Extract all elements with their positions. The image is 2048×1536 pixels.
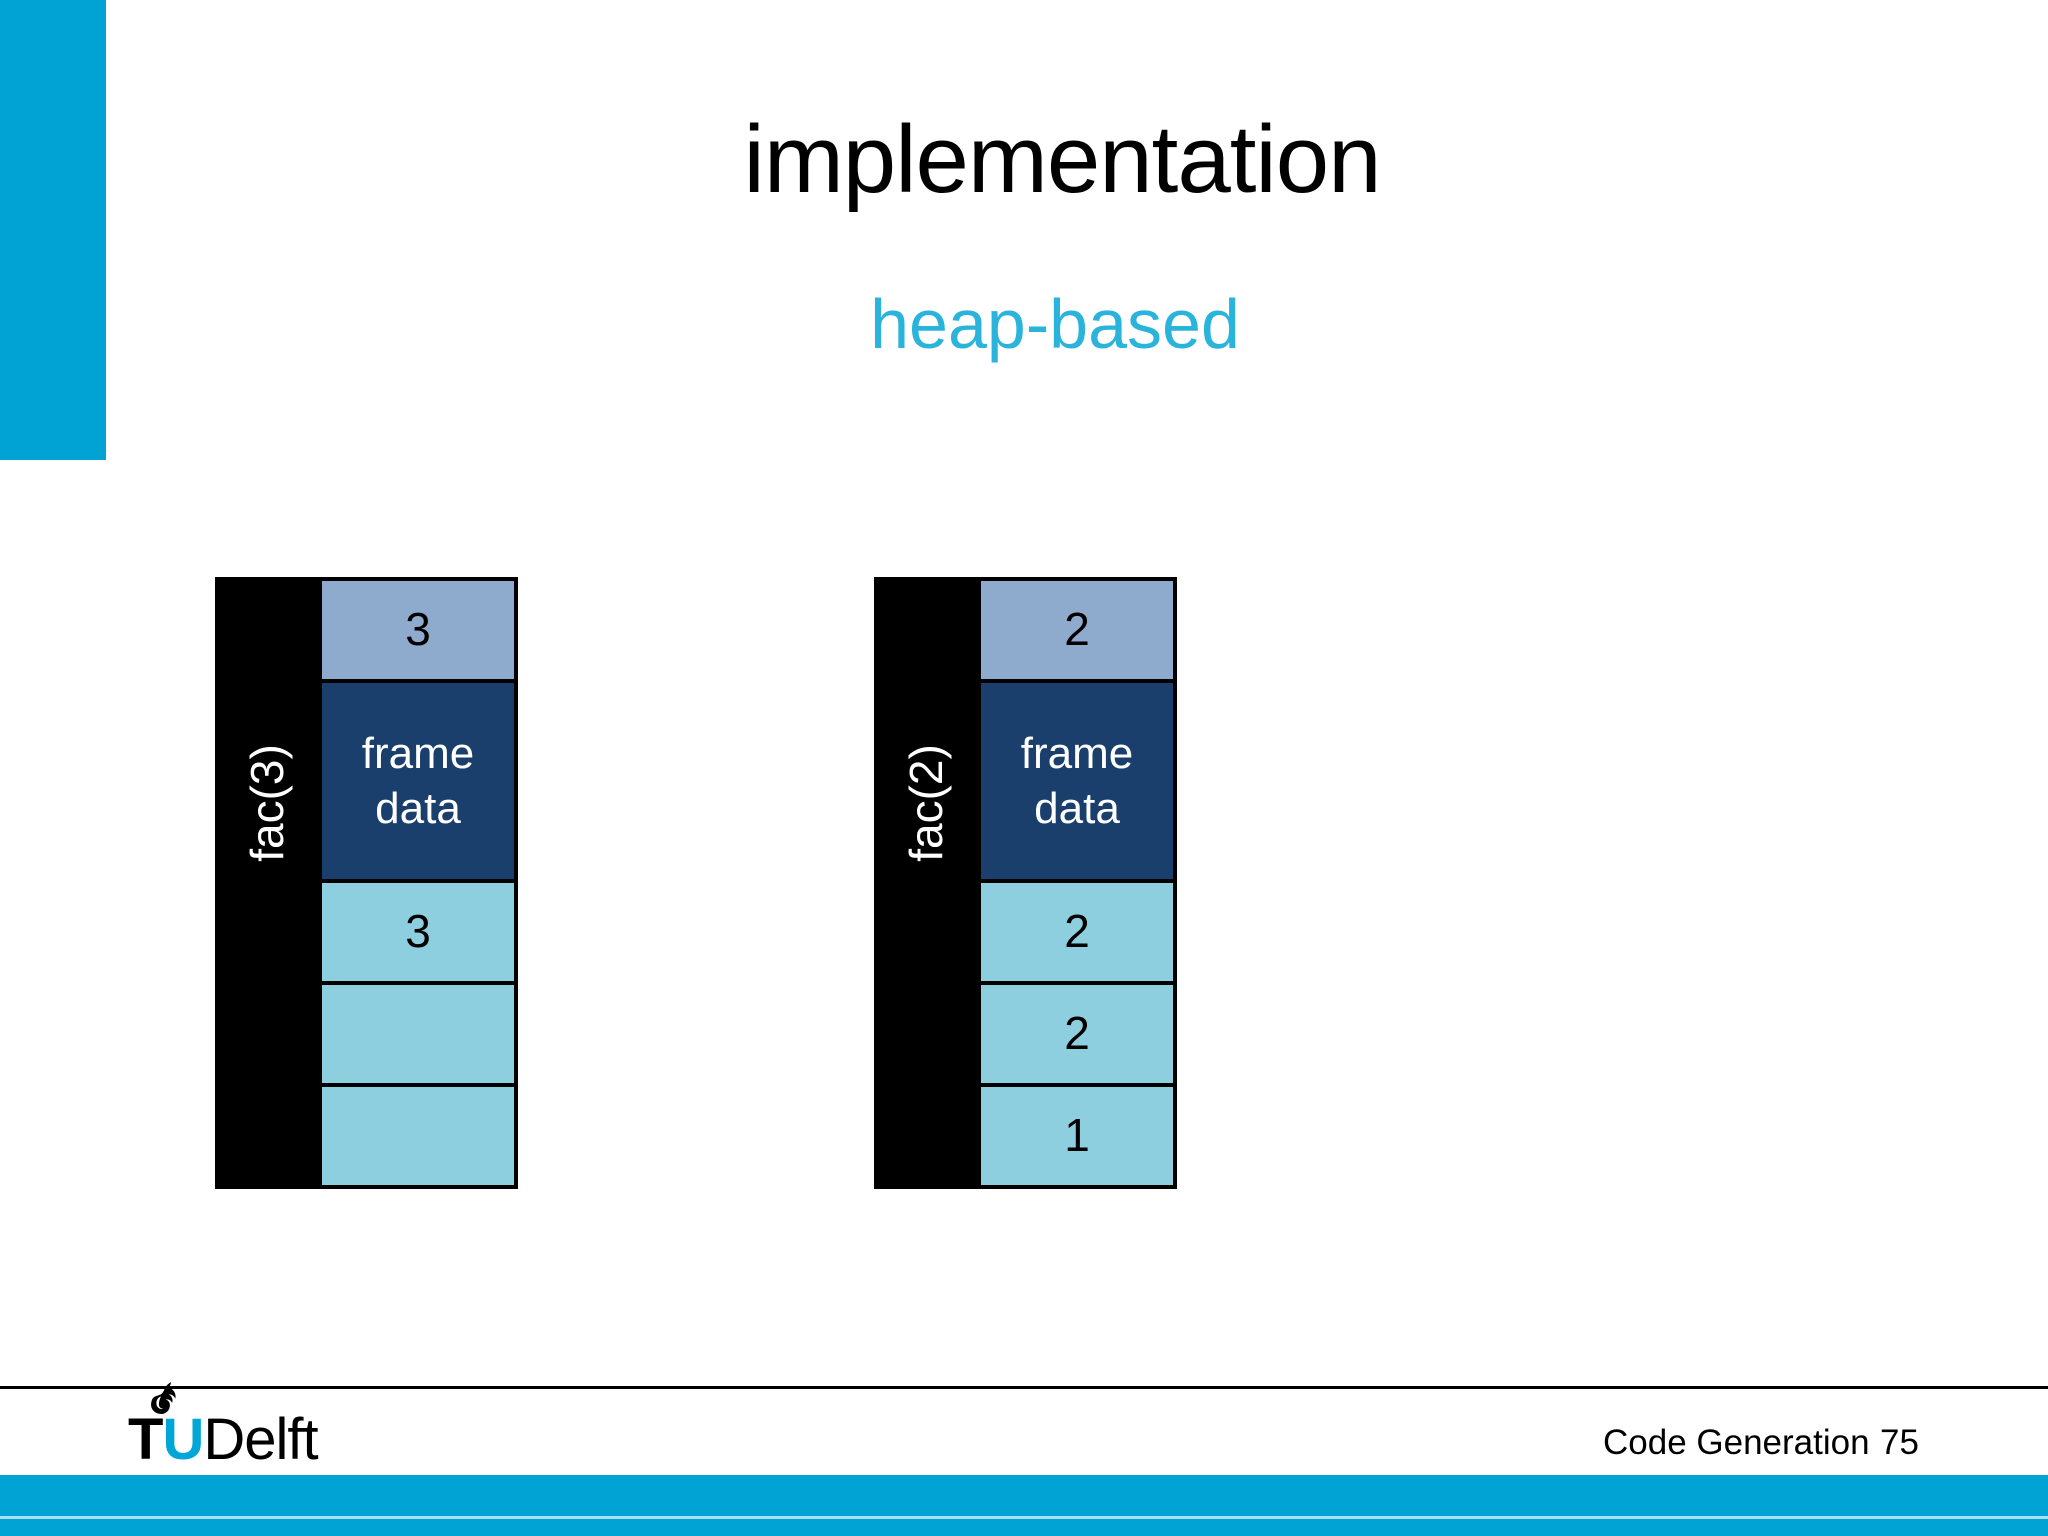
tu-delft-wordmark: TUDelft <box>128 1411 319 1469</box>
slide-title: implementation <box>743 106 1382 213</box>
slide-subtitle: heap-based <box>870 285 1240 363</box>
footer-page-number: 75 <box>1880 1423 1919 1462</box>
cell-argument: 2 <box>981 581 1173 679</box>
footer-divider-line <box>0 1386 2048 1389</box>
logo-letter-t: T <box>128 1407 163 1472</box>
cell-value: 2 <box>981 883 1173 981</box>
top-left-accent-bar <box>0 0 106 460</box>
logo-letter-u: U <box>162 1407 204 1472</box>
footer-band-stripe <box>0 1516 2048 1519</box>
fac3-black-bar: fac(3) <box>215 577 318 1189</box>
cell-value: 3 <box>322 883 514 981</box>
cell-empty <box>322 1087 514 1185</box>
footer-cyan-band <box>0 1475 2048 1536</box>
cell-frame-data: frame data <box>322 683 514 879</box>
footer-course-title: Code Generation <box>1603 1423 1870 1462</box>
logo-delft: Delft <box>203 1407 318 1472</box>
flame-icon <box>151 1382 176 1414</box>
tu-delft-logo: TUDelft <box>128 1381 388 1476</box>
cell-argument: 3 <box>322 581 514 679</box>
cell-value: 1 <box>981 1087 1173 1185</box>
cell-empty <box>322 985 514 1083</box>
fac2-black-bar: fac(2) <box>874 577 977 1189</box>
fac2-label: fac(2) <box>899 744 952 863</box>
fac3-label: fac(3) <box>240 744 293 863</box>
cell-frame-data: frame data <box>981 683 1173 879</box>
cell-value: 2 <box>981 985 1173 1083</box>
